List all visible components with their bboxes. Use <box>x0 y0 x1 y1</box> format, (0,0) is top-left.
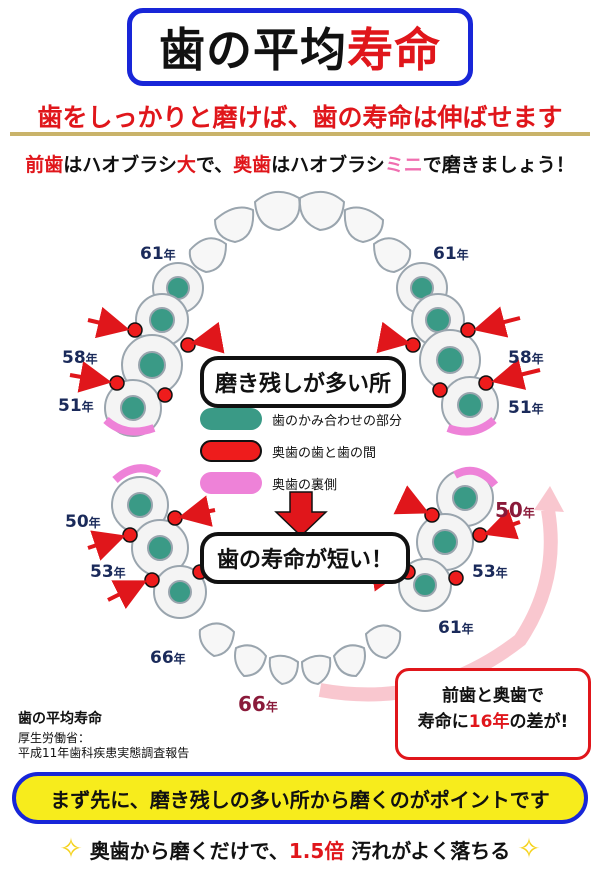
title-box: 歯の平均寿命 <box>127 8 473 86</box>
source-line2: 平成11年歯科疾患実態調査報告 <box>18 746 190 760</box>
age-lower-right-61: 61年 <box>438 618 474 638</box>
label-short-life: 歯の寿命が短い！ <box>200 532 410 584</box>
source-note: 歯の平均寿命 厚生労働省： 平成11年歯科疾患実態調査報告 <box>18 712 189 761</box>
age-lower-right-50: 50年 <box>495 498 535 522</box>
upper-front-teeth <box>188 191 412 274</box>
age-upper-left-58: 58年 <box>62 348 98 368</box>
teeth-diagram <box>69 191 564 702</box>
age-lower-left-53: 53年 <box>90 562 126 582</box>
subtitle: 歯をしっかりと磨けば、歯の寿命は伸ばせます <box>37 103 563 132</box>
title-part1: 歯の平均 <box>159 23 347 77</box>
lower-front-teeth <box>198 622 402 686</box>
cycle-arrow-head <box>534 486 564 512</box>
age-upper-right-51: 51年 <box>508 398 544 418</box>
tip-text-3: はハオブラシ <box>271 154 385 176</box>
tip-back-teeth: 奥歯 <box>233 154 272 176</box>
upper-gap-dots <box>109 322 494 403</box>
diff-line1: 前歯と奥歯で <box>442 686 544 706</box>
title-part2: 寿命 <box>347 23 441 77</box>
age-upper-right-61: 61年 <box>433 244 469 264</box>
tip-text-1: はハオブラシ <box>63 154 177 176</box>
legend-swatch-red <box>200 440 262 462</box>
label-many-remains: 磨き残しが多い所 <box>200 356 406 408</box>
age-lower-right-53: 53年 <box>472 562 508 582</box>
point-banner: まず先に、磨き残しの多い所から磨くのがポイントです <box>12 772 588 824</box>
difference-box: 前歯と奥歯で 寿命に16年の差が! <box>395 668 591 760</box>
tip-text-2: で、 <box>195 154 234 176</box>
age-lower-left-50: 50年 <box>65 512 101 532</box>
legend: 歯のかみ合わせの部分 奥歯の歯と歯の間 奥歯の裏側 <box>200 405 402 501</box>
divider <box>10 132 590 136</box>
legend-item-occlusal: 歯のかみ合わせの部分 <box>200 405 402 433</box>
upper-right-back-side <box>446 416 497 436</box>
age-upper-left-51: 51年 <box>58 396 94 416</box>
tip-front-teeth: 前歯 <box>25 154 64 176</box>
source-line1: 厚生労働省： <box>18 731 91 745</box>
tip-large: 大 <box>176 154 196 176</box>
legend-swatch-teal <box>200 408 262 430</box>
lower-left-back-side <box>112 464 162 484</box>
sparkle-icon-right: ✧ <box>517 832 541 865</box>
lower-right-back-side <box>453 466 499 488</box>
upper-molars <box>104 262 499 437</box>
legend-item-interdental: 奥歯の歯と歯の間 <box>200 437 402 465</box>
down-arrow <box>274 491 328 538</box>
legend-swatch-pink <box>200 472 262 494</box>
tip-text-4: で磨きましょう！ <box>422 154 575 176</box>
age-upper-right-58: 58年 <box>508 348 544 368</box>
source-title: 歯の平均寿命 <box>18 711 102 727</box>
age-lower-front-66: 66年 <box>238 692 278 716</box>
bottom-message: ✧ 奥歯から磨くだけで、1.5倍 汚れがよく落ちる ✧ <box>59 832 541 865</box>
brush-tip: 前歯はハオブラシ大で、奥歯はハオブラシミニで磨きましょう！ <box>0 150 600 177</box>
legend-item-back-side: 奥歯の裏側 <box>200 469 402 497</box>
tip-mini: ミニ <box>384 154 423 176</box>
sparkle-icon-left: ✧ <box>59 832 83 865</box>
upper-arrows <box>69 306 541 393</box>
age-lower-left-66: 66年 <box>150 648 186 668</box>
lower-molars <box>111 469 494 619</box>
diff-line2: 寿命に16年の差が! <box>417 712 569 732</box>
cycle-arrow <box>318 508 558 702</box>
age-upper-left-61: 61年 <box>140 244 176 264</box>
upper-left-back-side <box>103 416 156 436</box>
